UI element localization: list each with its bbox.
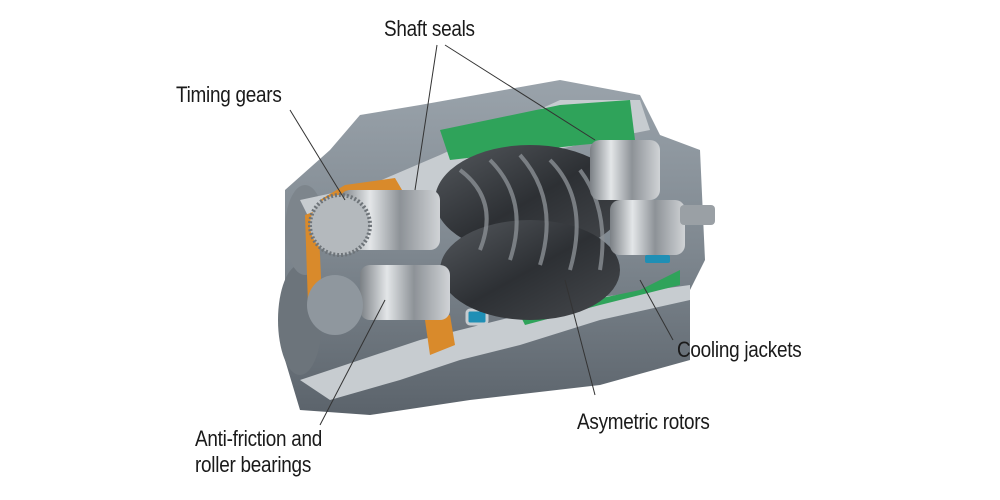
label-timing-gears: Timing gears (176, 82, 282, 107)
timing-gear (308, 193, 372, 257)
label-anti-friction-line2: roller bearings (195, 452, 312, 477)
water-channel-right (645, 255, 670, 263)
label-anti-friction-line1: Anti-friction and (195, 426, 323, 451)
cooling-jacket-top (440, 100, 635, 160)
screw-rotors (435, 145, 625, 320)
leader-lines (289, 44, 674, 426)
label-asymetric-rotors: Asymetric rotors (577, 409, 710, 434)
label-shaft-seals: Shaft seals (384, 16, 475, 41)
oil-gallery-lower (425, 315, 455, 355)
lower-bearing-housing (307, 275, 363, 335)
label-cooling-jackets: Cooling jackets (677, 337, 802, 362)
